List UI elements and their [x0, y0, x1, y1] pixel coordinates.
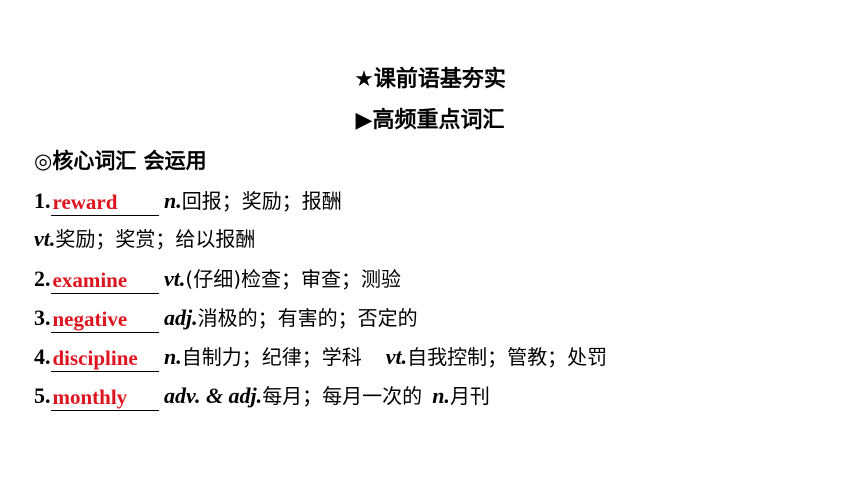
item-number: 1.	[34, 188, 51, 213]
answer-blank: negative	[50, 307, 159, 333]
page-subtitle: ▶高频重点词汇	[355, 108, 505, 133]
answer-blank: reward	[50, 190, 159, 216]
item-number: 2.	[34, 266, 51, 291]
page-title: ★课前语基夯实	[354, 67, 506, 92]
vocab-item-3: 3.negative adj.消极的；有害的；否定的	[34, 303, 418, 333]
part-of-speech: adv. & adj.	[164, 383, 263, 408]
answer-word: examine	[52, 268, 128, 292]
meaning: 每月；每月一次的	[262, 384, 423, 408]
vocab-item-2: 2.examine vt.(仔细)检查；审查；测验	[34, 264, 401, 294]
answer-word: negative	[52, 307, 128, 331]
part-of-speech: vt.	[34, 226, 56, 251]
vocab-item-1: 1.reward n.回报；奖励；报酬	[34, 186, 342, 216]
meaning: (仔细)检查；审查；测验	[185, 267, 401, 291]
part-of-speech: vt.	[385, 344, 408, 369]
answer-blank: monthly	[50, 385, 159, 411]
part-of-speech: adj.	[164, 305, 198, 330]
answer-word: discipline	[52, 346, 138, 370]
vocab-item-1-continued: vt.奖励；奖赏；给以报酬	[34, 224, 255, 254]
part-of-speech: n.	[432, 383, 450, 408]
meaning: 自我控制；管教；处罚	[407, 345, 608, 369]
meaning: 奖励；奖赏；给以报酬	[55, 227, 256, 251]
meaning: 自制力；纪律；学科	[181, 345, 362, 369]
answer-word: monthly	[52, 385, 128, 409]
part-of-speech: n.	[164, 188, 182, 213]
part-of-speech: n.	[164, 344, 182, 369]
part-of-speech: vt.	[164, 266, 186, 291]
answer-blank: discipline	[50, 346, 159, 372]
item-number: 5.	[34, 383, 51, 408]
item-number: 3.	[34, 305, 51, 330]
item-number: 4.	[34, 344, 51, 369]
vocab-item-4: 4.discipline n.自制力；纪律；学科 vt.自我控制；管教；处罚	[34, 342, 607, 372]
meaning: 消极的；有害的；否定的	[197, 306, 418, 330]
section-label: ◎核心词汇 会运用	[34, 149, 207, 173]
answer-word: reward	[52, 190, 118, 214]
meaning: 回报；奖励；报酬	[181, 189, 342, 213]
vocab-item-5: 5.monthly adv. & adj.每月；每月一次的 n.月刊	[34, 381, 490, 411]
meaning: 月刊	[449, 384, 490, 408]
answer-blank: examine	[50, 268, 159, 294]
